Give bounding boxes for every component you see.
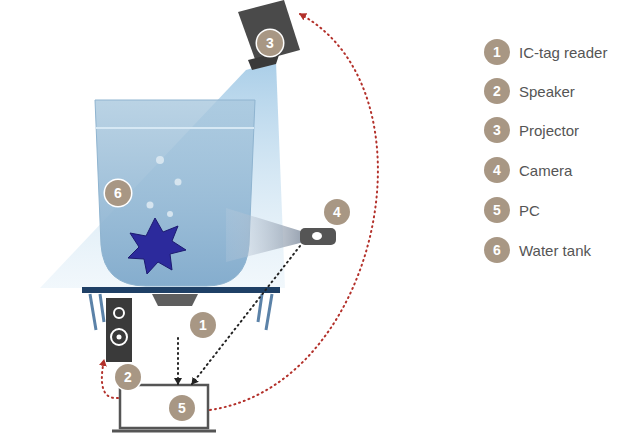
pc-base <box>112 430 216 433</box>
legend-text: IC-tag reader <box>519 44 607 61</box>
callout-number: 6 <box>105 180 131 206</box>
legend-text: Camera <box>519 162 572 179</box>
callout-number: 3 <box>493 122 501 138</box>
legend-swatch: 5 <box>484 197 510 223</box>
table-top <box>82 287 280 293</box>
legend-swatch: 1 <box>484 39 510 65</box>
bubbles <box>147 156 182 217</box>
legend-swatch: 2 <box>484 78 510 104</box>
legend-swatch: 4 <box>484 157 510 183</box>
callout-number: 5 <box>493 202 501 218</box>
callout-number: 6 <box>493 242 501 258</box>
device-area: 6 <box>95 100 255 288</box>
legend-row: 6 Water tank <box>484 237 591 263</box>
signal-arrow <box>210 14 378 410</box>
callout-number: 1 <box>493 44 501 60</box>
device-area: 2 <box>104 298 142 378</box>
device-area: 5 <box>118 384 210 430</box>
legend-text: PC <box>519 202 540 219</box>
callout-number: 2 <box>493 83 501 99</box>
callout-number: 5 <box>169 395 195 421</box>
legend-swatch: 3 <box>484 117 510 143</box>
camera <box>300 228 336 245</box>
signal-arrow <box>177 338 179 384</box>
projector <box>238 0 300 62</box>
callout-number: 4 <box>324 199 350 225</box>
speaker-cone <box>117 335 122 340</box>
legend-row: 2 Speaker <box>484 78 575 104</box>
device-area: 3 <box>228 2 300 80</box>
ic-tag-reader <box>152 294 198 306</box>
legend-swatch: 6 <box>484 237 510 263</box>
legend-row: 4 Camera <box>484 157 572 183</box>
legend-row: 3 Projector <box>484 117 579 143</box>
camera-beam <box>226 208 304 262</box>
device-area: 4 <box>296 198 352 246</box>
water-surface <box>96 127 254 129</box>
legend-text: Water tank <box>519 242 591 259</box>
callout-number: 3 <box>257 30 283 56</box>
legend-row: 1 IC-tag reader <box>484 39 607 65</box>
legend-text: Projector <box>519 122 579 139</box>
camera-lens <box>312 232 322 240</box>
speaker-cone <box>114 308 124 318</box>
speaker-cone <box>111 329 127 345</box>
device-area: 1 <box>150 294 216 338</box>
floating-object <box>128 218 186 274</box>
callout-number: 4 <box>493 162 501 178</box>
callout-number: 2 <box>115 364 141 390</box>
callout-number: 1 <box>190 312 216 338</box>
pc <box>120 385 208 428</box>
speaker <box>106 298 132 362</box>
legend-row: 5 PC <box>484 197 540 223</box>
legend-text: Speaker <box>519 83 575 100</box>
